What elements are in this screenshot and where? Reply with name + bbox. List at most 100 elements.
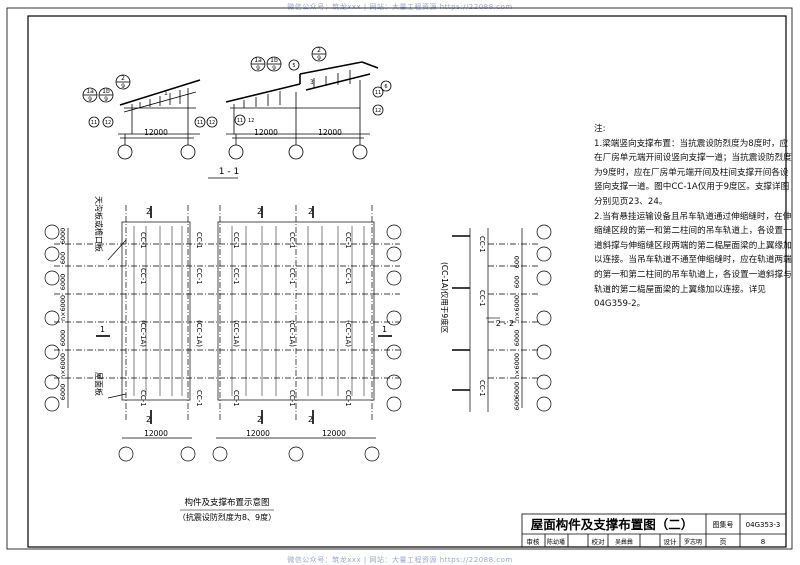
marker-11c: 11 bbox=[237, 118, 243, 124]
watermark-bottom: 微信公众号：筑龙xxx | 网站：大量工程资源 https://22088.co… bbox=[287, 556, 513, 564]
cc1-p2-b: CC-1 bbox=[232, 268, 240, 285]
notes-panel: 注: 1.梁端竖向支撑布置：当抗震设防烈度为8度时，应在厂房单元端开间设竖向支撑… bbox=[594, 122, 794, 312]
design-name: 罗志明 bbox=[684, 538, 702, 546]
roof-plan bbox=[44, 205, 402, 511]
dim-v-600: 600 bbox=[59, 252, 67, 264]
plan-caption-sub: （抗震设防烈度为8、9度） bbox=[178, 512, 276, 522]
note-item-2: 2.当有悬挂运输设备且吊车轨道通过伸缩缝时，在伸缩缝区段的第一和第二柱间的吊车轨… bbox=[594, 211, 792, 310]
dim-22-4: 6000 bbox=[513, 330, 521, 347]
cc1-right-c: CC-1 bbox=[195, 390, 203, 407]
dim-bottom-2: 12000 bbox=[246, 429, 270, 438]
bubble-2-top-2: 2 bbox=[317, 47, 321, 54]
cc1-22-a: CC-1 bbox=[478, 236, 486, 253]
cc1-p2-a: CC-1 bbox=[232, 232, 240, 249]
cc1-right-a: CC-1 bbox=[195, 232, 203, 249]
label-roof-panel: 屋面板 bbox=[94, 372, 104, 396]
bubble-1b-top-2: 1b bbox=[270, 57, 278, 64]
bubble-2-bottom-2: 9 bbox=[317, 55, 321, 62]
cc1-right-b: CC-1 bbox=[195, 268, 203, 285]
cut-1-right: 1 bbox=[382, 325, 387, 334]
dim-v-3: n×6000 bbox=[59, 295, 67, 321]
dim-left: 12000 bbox=[144, 128, 168, 137]
dim-v-6: 6000 bbox=[59, 384, 67, 401]
page-label: 页 bbox=[720, 538, 727, 546]
bubble-1a-bottom: 9 bbox=[88, 96, 92, 103]
cc1-p2-c: CC-1 bbox=[232, 390, 240, 407]
cut-2-bottom-a: 2 bbox=[146, 415, 151, 424]
atlas-label: 图集号 bbox=[713, 520, 734, 529]
cut-2-top-c: 2 bbox=[308, 207, 313, 216]
cc1a-right-a: (CC-1A) bbox=[195, 320, 203, 347]
section-2-2-note: (CC-1A)仅用于9度区 bbox=[440, 262, 450, 334]
title-block bbox=[521, 513, 787, 548]
cut-1-left: 1 bbox=[100, 325, 105, 334]
note-item-1: 1.梁端竖向支撑布置：当抗震设防烈度为8度时，应在厂房单元端开间设竖向支撑一道；… bbox=[594, 138, 792, 207]
section-2-2 bbox=[452, 224, 552, 412]
cut-2-bottom-b: 2 bbox=[257, 415, 262, 424]
cc1-22-b: CC-1 bbox=[478, 290, 486, 307]
bubble-2-top: 2 bbox=[121, 75, 125, 82]
bubble-1b-bottom-2: 9 bbox=[272, 65, 276, 72]
design-label: 设计 bbox=[664, 537, 678, 546]
cc1-p4-a: CC-1 bbox=[344, 232, 352, 249]
dim-bottom-1: 12000 bbox=[144, 429, 168, 438]
review-label: 审核 bbox=[527, 537, 541, 546]
cc1-p3-a: CC-1 bbox=[288, 232, 296, 249]
cc1-left-bottom: CC-1 bbox=[139, 390, 147, 407]
cc1-p4-b: CC-1 bbox=[344, 268, 352, 285]
bubble-2-bottom: 9 bbox=[121, 83, 125, 90]
dim-mid: 12000 bbox=[254, 128, 278, 137]
marker-11a: 11 bbox=[91, 120, 97, 126]
cut-2-top-a: 2 bbox=[146, 207, 151, 216]
cc1-left-mid: CC-1 bbox=[139, 268, 147, 285]
cc1a-p3-a: (CC-1A) bbox=[288, 320, 296, 347]
marker-12c: 12 bbox=[375, 108, 381, 114]
marker-5: 5 bbox=[292, 63, 295, 69]
cc1-left-top: CC-1 bbox=[139, 232, 147, 249]
marker-6: 6 bbox=[384, 84, 387, 90]
cut-2-bottom-c: 2 bbox=[308, 415, 313, 424]
dim-22-7: 600 bbox=[513, 398, 521, 410]
cc1a-p4-a: (CC-1A) bbox=[344, 320, 352, 347]
bubble-1b-top: 1b bbox=[102, 88, 110, 95]
section-2-2-title: 2 - 2 bbox=[496, 319, 514, 328]
atlas-value: 04G353-3 bbox=[746, 521, 781, 529]
dim-v-5: n×6000 bbox=[59, 353, 67, 379]
dim-22-1: 600 bbox=[513, 256, 521, 268]
page-value: 8 bbox=[761, 538, 765, 546]
dim-v-2: 6000 bbox=[59, 274, 67, 291]
bubble-1a-top-2: 1a bbox=[254, 57, 262, 64]
plan-caption: 构件及支撑布置示意图 bbox=[184, 497, 269, 508]
cc1-22-c: CC-1 bbox=[478, 380, 486, 397]
section-1-1 bbox=[82, 46, 392, 179]
marker-3: 3 bbox=[310, 79, 314, 86]
watermark-top: 微信公众号：筑龙xxx | 网站：大量工程资源 https://22088.co… bbox=[287, 3, 513, 11]
cut-2-top-b: 2 bbox=[257, 207, 262, 216]
bubble-1a-bottom-2: 9 bbox=[256, 65, 260, 72]
marker-11b: 11 bbox=[197, 120, 203, 126]
bubble-1b-bottom: 9 bbox=[104, 96, 108, 103]
cc1-p3-b: CC-1 bbox=[288, 268, 296, 285]
dim-bottom-3: 12000 bbox=[322, 429, 346, 438]
marker-11d: 11 bbox=[375, 90, 381, 96]
cc1a-left: (CC-1A) bbox=[139, 320, 147, 347]
notes-heading: 注: bbox=[594, 124, 606, 134]
check-label: 校对 bbox=[592, 537, 606, 546]
dim-v-4: 6000 bbox=[59, 330, 67, 347]
check-name: 吴彝彝 bbox=[615, 538, 633, 546]
marker-12d: 12 bbox=[248, 118, 254, 124]
marker-12b: 12 bbox=[209, 120, 215, 126]
label-gutter-eave: 天沟板或檐口板 bbox=[94, 196, 104, 252]
dim-v-1: 6000 bbox=[59, 228, 67, 245]
cc1-p4-c: CC-1 bbox=[344, 390, 352, 407]
section-1-1-title: 1 - 1 bbox=[219, 167, 239, 177]
cc1a-p2-a: (CC-1A) bbox=[232, 320, 240, 347]
marker-12a: 12 bbox=[105, 120, 111, 126]
dim-22-2: 600 bbox=[513, 276, 521, 288]
dim-22-5: n×6000 bbox=[513, 353, 521, 379]
dim-22-3: n×6000 bbox=[513, 295, 521, 321]
bubble-1a-top: 1a bbox=[86, 88, 94, 95]
review-name: 陈幼璠 bbox=[547, 538, 565, 546]
dim-22-6: 6000 bbox=[513, 382, 521, 399]
